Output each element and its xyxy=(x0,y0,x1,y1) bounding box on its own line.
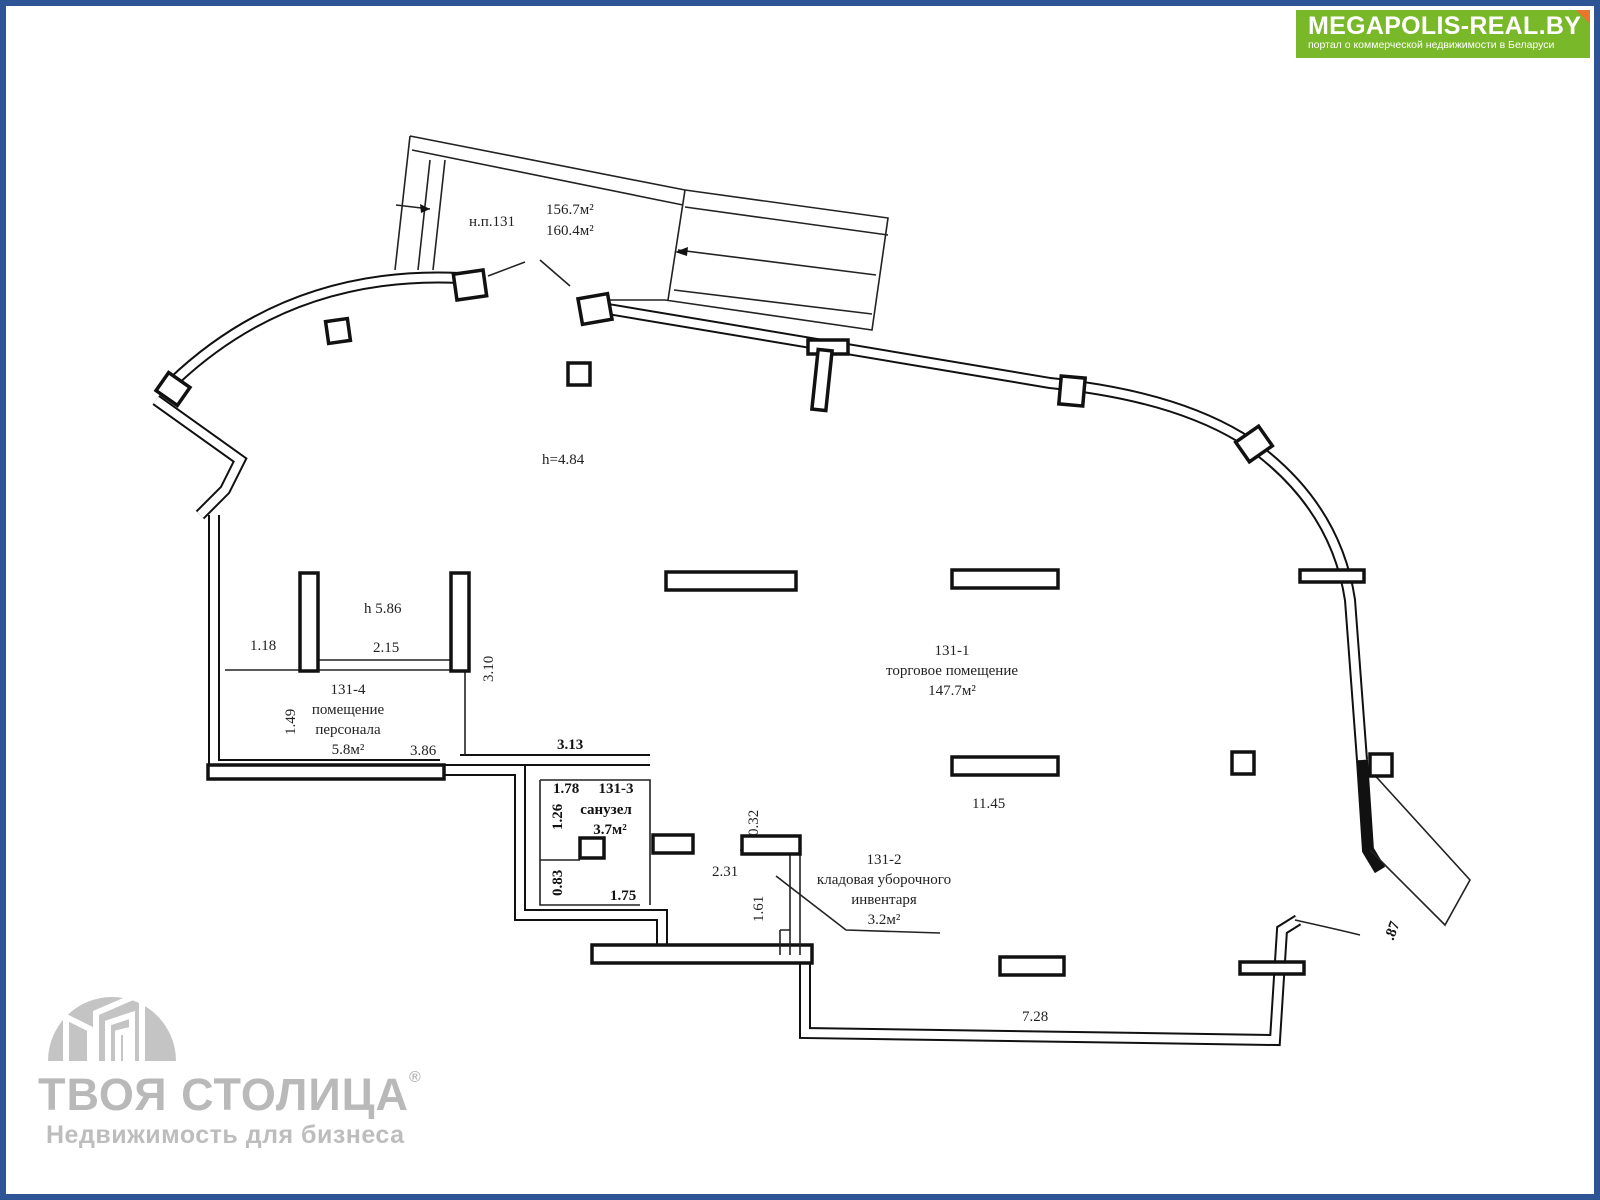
dimensions: 1.18 2.15 3.10 1.49 3.86 3.13 1.78 1.26 … xyxy=(250,638,1404,1025)
dim-0-87: .87 xyxy=(1382,919,1404,943)
room-id: 131-2 xyxy=(867,852,902,868)
dim-0-32: 0.32 xyxy=(746,810,762,836)
entrance-area-1: 156.7м² xyxy=(546,202,594,218)
columns xyxy=(153,268,1394,977)
dim-1-18: 1.18 xyxy=(250,638,276,654)
dim-3-13: 3.13 xyxy=(557,737,583,753)
room-area: 3.7м² xyxy=(593,822,627,838)
dim-1-75: 1.75 xyxy=(610,888,636,904)
room-131-1: 131-1 торговое помещение 147.7м² xyxy=(886,643,1018,699)
dim-3-10: 3.10 xyxy=(481,656,497,682)
brand-subtitle: портал о коммерческой недвижимости в Бел… xyxy=(1308,39,1555,51)
arrow-icon xyxy=(420,204,430,213)
entrance-label: н.п.131 xyxy=(469,214,515,230)
room-id: 131-4 xyxy=(331,682,366,698)
room-id: 131-1 xyxy=(935,643,970,659)
entrance-area-2: 160.4м² xyxy=(546,223,594,239)
room-area: 147.7м² xyxy=(928,683,976,699)
dim-1-61: 1.61 xyxy=(751,896,767,922)
watermark-subtitle: Недвижимость для бизнеса xyxy=(46,1121,405,1149)
room-name-2: персонала xyxy=(315,722,381,738)
entrance-vestibule xyxy=(394,135,889,331)
arrow-icon xyxy=(675,247,688,256)
room-131-2: 131-2 кладовая уборочного инвентаря 3.2м… xyxy=(775,852,951,934)
corner-ribbon-icon xyxy=(1576,10,1590,24)
room-name-2: инвентаря xyxy=(851,892,917,908)
room-131-3: 131-3 санузел 3.7м² xyxy=(580,781,633,838)
registered-mark: ® xyxy=(409,1069,422,1086)
floor-plan: н.п.131 156.7м² 160.4м² h=4.84 h 5.86 13… xyxy=(152,135,1471,1047)
room-area: 5.8м² xyxy=(332,742,365,758)
dim-2-31: 2.31 xyxy=(712,864,738,880)
room-name: помещение xyxy=(312,702,385,718)
dim-1-49: 1.49 xyxy=(283,709,299,735)
dim-2-15: 2.15 xyxy=(373,640,399,656)
building-logo-icon xyxy=(48,988,176,1061)
dim-1-26: 1.26 xyxy=(550,803,566,830)
dim-7-28: 7.28 xyxy=(1022,1009,1048,1025)
ceiling-height-main: h=4.84 xyxy=(542,452,585,468)
megapolis-brand-banner: MEGAPOLIS-REAL.BY портал о коммерческой … xyxy=(1296,10,1590,58)
room-131-4: 131-4 помещение персонала 5.8м² xyxy=(312,682,385,758)
ceiling-height-niche: h 5.86 xyxy=(364,601,402,617)
watermark-name: ТВОЯ СТОЛИЦА xyxy=(38,1069,410,1120)
room-name: кладовая уборочного xyxy=(817,872,951,888)
dim-1-78: 1.78 xyxy=(553,781,579,797)
room-area: 3.2м² xyxy=(868,912,901,928)
tvoya-stolitsa-watermark: ТВОЯ СТОЛИЦА® Недвижимость для бизнеса xyxy=(34,961,474,1161)
brand-title: MEGAPOLIS-REAL.BY xyxy=(1308,12,1582,40)
room-name: торговое помещение xyxy=(886,663,1018,679)
outer-walls xyxy=(152,271,1471,1047)
dim-0-83: 0.83 xyxy=(550,870,566,896)
room-id: 131-3 xyxy=(599,781,634,797)
room-name: санузел xyxy=(580,802,632,818)
dim-3-86: 3.86 xyxy=(410,743,437,759)
dim-11-45: 11.45 xyxy=(972,796,1005,812)
